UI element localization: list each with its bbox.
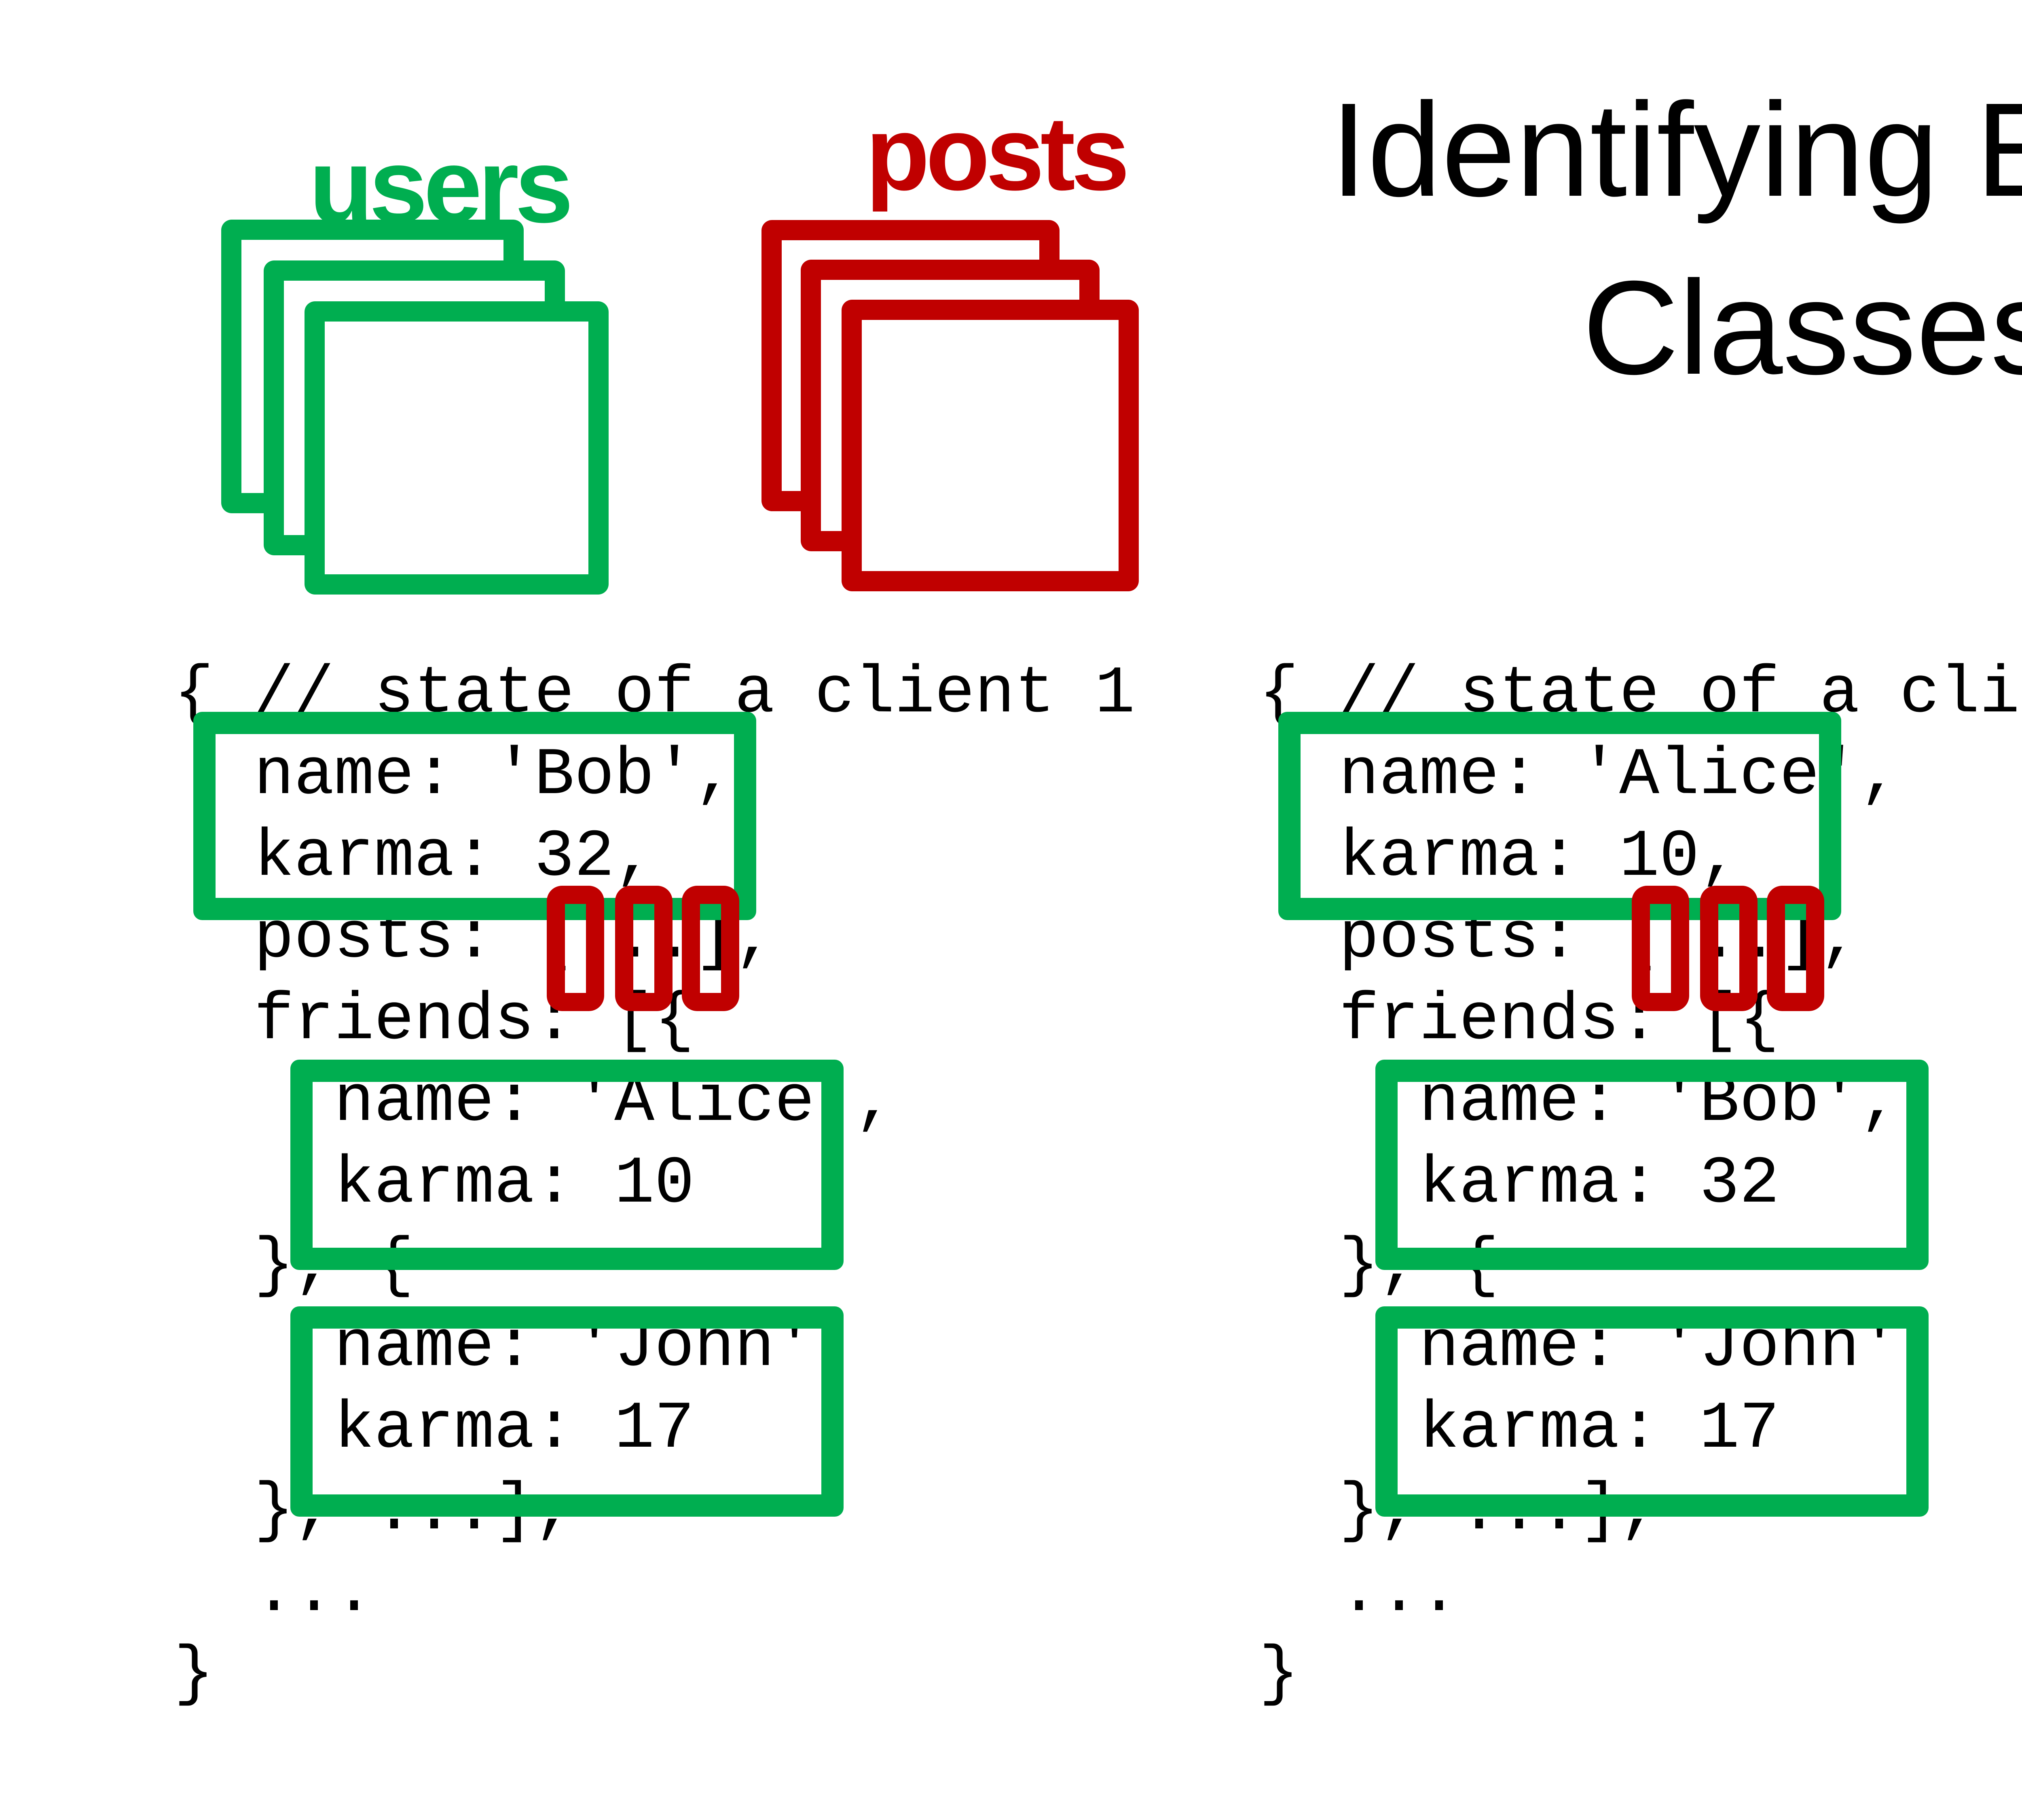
code-line: karma: 10, [1259, 819, 1740, 895]
code-line: name: 'Bob', [174, 738, 735, 813]
page-title: Identifying Entity Classes [1274, 61, 2022, 417]
code-line: friends: [{ [174, 983, 695, 1058]
post-entity-marker-icon [1700, 886, 1758, 1011]
page-title-line2: Classes [1582, 253, 2022, 402]
code-line: friends: [{ [1259, 983, 1780, 1058]
posts-label: posts [865, 95, 1129, 212]
post-entity-marker-icon [1767, 886, 1824, 1011]
user-entity-highlight-alice-friend [290, 1060, 844, 1270]
code-line: karma: 32, [174, 819, 655, 895]
code-line: } [174, 1636, 214, 1712]
code-line: ... [174, 1555, 374, 1630]
user-entity-highlight-john-friend2 [1375, 1306, 1929, 1517]
code-line: karma: 10 [174, 1146, 695, 1222]
code-line: ... [1259, 1555, 1459, 1630]
post-entity-marker-icon [547, 886, 604, 1011]
post-entity-marker-icon [615, 886, 673, 1011]
user-entity-highlight-alice [1278, 712, 1841, 920]
code-line: } [1259, 1636, 1299, 1712]
code-line: name: 'Alice', [1259, 738, 1900, 813]
user-entity-highlight-john-friend [290, 1306, 844, 1517]
code-line: karma: 32 [1259, 1146, 1780, 1222]
post-entity-marker-icon [1632, 886, 1689, 1011]
post-entity-marker-icon [682, 886, 739, 1011]
user-card-front [305, 301, 609, 595]
code-line: karma: 17 [174, 1391, 695, 1467]
page-title-line1: Identifying Entity [1330, 75, 2022, 224]
user-entity-highlight-bob [193, 712, 756, 920]
post-card-front [842, 300, 1139, 591]
user-entity-highlight-bob-friend [1375, 1060, 1929, 1270]
code-line: karma: 17 [1259, 1391, 1780, 1467]
